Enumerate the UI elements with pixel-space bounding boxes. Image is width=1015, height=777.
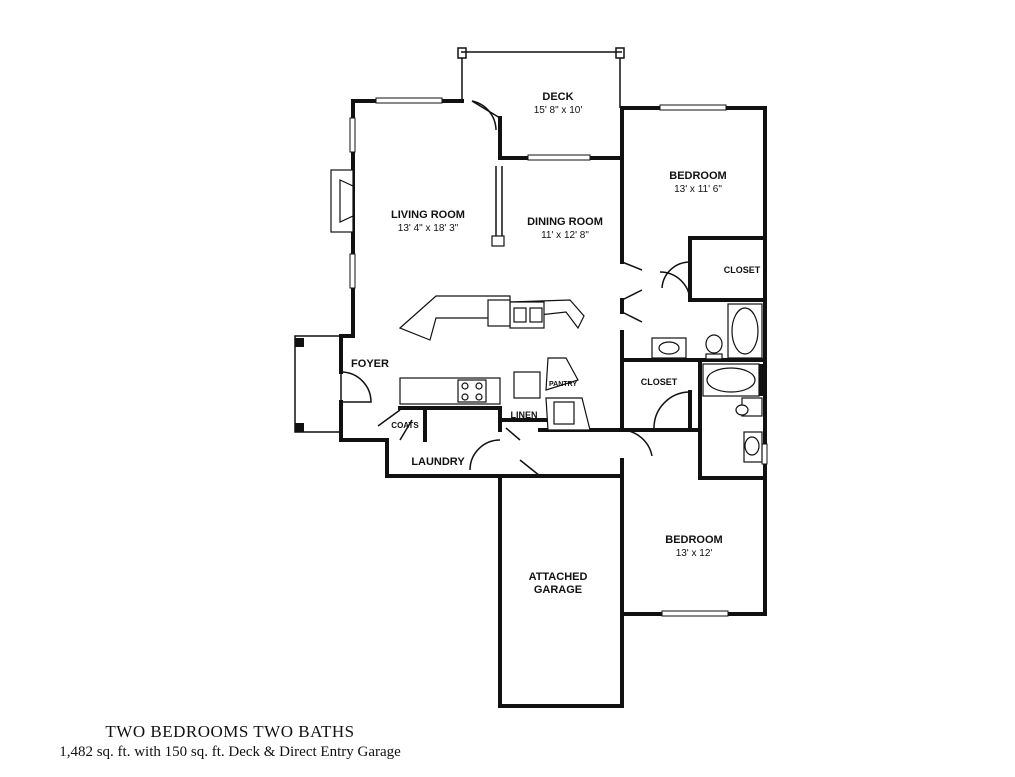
pantry-label: PANTRY — [549, 381, 577, 388]
deck-area — [457, 47, 625, 108]
deck-size: 15' 8" x 10' — [534, 105, 583, 116]
bedroom1-label: BEDROOM — [669, 170, 726, 182]
bath-fixtures — [651, 303, 765, 463]
laundry-label: LAUNDRY — [411, 456, 465, 468]
porch — [294, 335, 372, 433]
living-room-label: LIVING ROOM — [391, 209, 465, 221]
interior-doors — [377, 261, 691, 477]
plan-title: TWO BEDROOMS TWO BATHS — [105, 722, 355, 741]
foyer-label: FOYER — [351, 358, 389, 370]
fireplace — [330, 169, 354, 233]
dining-room-size: 11' x 12' 8" — [541, 230, 589, 241]
garage-label-line1: ATTACHED — [529, 571, 588, 583]
kitchen-counter — [399, 357, 591, 431]
floor-plan: DECK 15' 8" x 10' BEDROOM 13' x 11' 6" L… — [294, 47, 768, 708]
bedroom1-size: 13' x 11' 6" — [674, 184, 722, 195]
bedroom2-size: 13' x 12' — [676, 548, 713, 559]
plan-subtitle: 1,482 sq. ft. with 150 sq. ft. Deck & Di… — [59, 744, 401, 760]
column — [491, 166, 505, 247]
deck-label: DECK — [542, 91, 573, 103]
coats-label: COATS — [391, 421, 419, 430]
walls — [339, 99, 767, 708]
closet2-label: CLOSET — [641, 377, 678, 387]
closet1-label: CLOSET — [724, 265, 761, 275]
deck-door — [471, 100, 501, 131]
linen-label: LINEN — [511, 410, 538, 420]
living-room-size: 13' 4" x 18' 3" — [398, 223, 459, 234]
room-labels: DECK 15' 8" x 10' BEDROOM 13' x 11' 6" L… — [351, 91, 761, 596]
dining-room-label: DINING ROOM — [527, 216, 603, 228]
bedroom2-label: BEDROOM — [665, 534, 722, 546]
kitchen-bar — [398, 295, 585, 341]
windows — [349, 97, 768, 617]
garage-label-line2: GARAGE — [534, 584, 582, 596]
